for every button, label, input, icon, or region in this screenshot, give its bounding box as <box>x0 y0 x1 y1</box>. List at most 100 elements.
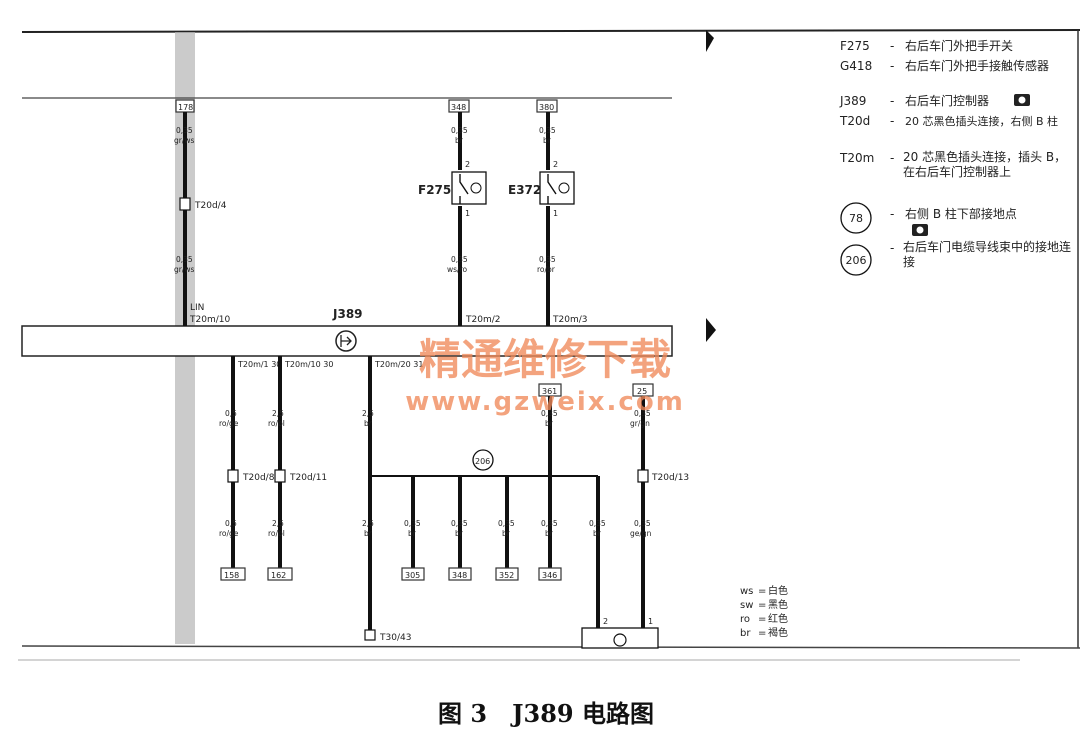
terminal-number: 348 <box>451 103 466 112</box>
wire-size: 0,35 <box>589 519 606 528</box>
module-pin-f: T20m/2 <box>465 315 500 325</box>
wire-color: gr/ws <box>174 265 195 274</box>
wire-color: br <box>455 136 464 145</box>
wire-color: br <box>593 529 602 538</box>
wire-size: 0,35 <box>539 255 556 264</box>
wire-size: 0,35 <box>634 519 651 528</box>
color-eq: = <box>758 614 766 625</box>
top-wire-f275: 348 0,35 br 2 F275 1 0,35 ws/ro <box>418 99 487 326</box>
wire-color: ro/bl <box>268 419 285 428</box>
connector-label: T20d/13 <box>651 473 689 483</box>
frame-top-line <box>21 29 1081 33</box>
wire-color: br <box>455 529 464 538</box>
connector-label: T20d/11 <box>289 473 327 483</box>
bottom-wire-352: 0,35 br 352 <box>495 476 519 581</box>
wire-size: 2,5 <box>362 519 374 528</box>
legend-text-wrap: 右后车门电缆导线束中的接地连接 <box>903 240 1072 269</box>
legend-dash: - <box>890 39 894 53</box>
wire-size: 0,35 <box>176 255 193 264</box>
ground-point-206-icon <box>840 244 872 276</box>
figure-number: 图 3 <box>438 699 488 728</box>
legend-text: 右后车门外把手开关 <box>905 38 1013 53</box>
pin-number: 1 <box>648 617 653 626</box>
color-code: sw <box>740 600 753 611</box>
legend-dash: - <box>890 94 894 108</box>
continuation-arrow-middle <box>706 318 716 342</box>
wire-color: br <box>545 419 554 428</box>
legend-text: 右后车门控制器 <box>905 93 989 108</box>
bottom-wire-346: 361 0,35 br 0,35 br 346 <box>538 383 562 581</box>
legend-dash: - <box>890 241 894 255</box>
legend-text: 右后车门外把手接触传感器 <box>905 58 1049 73</box>
color-eq: = <box>758 586 766 597</box>
connector-symbol <box>179 197 191 211</box>
legend-code: G418 <box>840 59 872 73</box>
terminal-box <box>495 567 519 581</box>
connector-symbol <box>274 469 286 483</box>
bottom-wire-8: 0,35 br 2 <box>589 476 608 628</box>
wire-color: ro/ge <box>219 529 239 538</box>
bottom-wire-2: T20m/10 30 2,5 ro/bl T20d/11 2,5 ro/bl 1… <box>267 356 333 581</box>
figure-caption: 图 3 J389 电路图 <box>0 694 1092 729</box>
connector-symbol <box>227 469 239 483</box>
transistor-icon <box>340 335 352 347</box>
bottom-wire-348: 0,35 br 348 <box>448 476 472 581</box>
wire-color: ro/bl <box>268 529 285 538</box>
wire-size: 0,5 <box>225 519 237 528</box>
wire-color: gr/gn <box>630 419 650 428</box>
terminal-number: 380 <box>539 103 554 112</box>
legend-text: 右侧 B 柱下部接地点 <box>905 206 1017 221</box>
terminal-box <box>448 567 472 581</box>
pin-label: T20m/10 30 <box>284 360 333 369</box>
top-wire-1: 178 0,35 gr/ws T20d/4 0,35 gr/ws <box>174 99 227 326</box>
sensor-icon <box>470 182 482 194</box>
legend-text: 右后车门电缆导线束中的接地连接 <box>903 240 1072 269</box>
legend-code: T20m <box>839 151 874 165</box>
legend-text: 20 芯黑色插头连接，右侧 B 柱 <box>905 114 1058 128</box>
ground-point-symbol <box>472 449 494 471</box>
terminal-number: 25 <box>637 387 647 396</box>
wire-size: 0,35 <box>541 519 558 528</box>
terminal-number: 361 <box>542 387 557 396</box>
wire-color: ws/ro <box>447 265 467 274</box>
color-name: 褐色 <box>768 626 788 639</box>
color-code: br <box>740 628 751 639</box>
wire-size: 0,35 <box>634 409 651 418</box>
pin-number: 2 <box>465 160 470 169</box>
pin-number: 2 <box>603 617 608 626</box>
legend-text-wrap: 20 芯黑色插头连接，插头 B，在右后车门控制器上 <box>903 150 1067 179</box>
legend: F275 - 右后车门外把手开关 G418 - 右后车门外把手接触传感器 J38… <box>839 38 1072 276</box>
pin-label: T20m/1 30 <box>237 360 281 369</box>
connector-symbol <box>637 469 649 483</box>
wire-size: 0,5 <box>225 409 237 418</box>
wire-size: 0,35 <box>176 126 193 135</box>
switch-e372-symbol <box>539 171 575 205</box>
terminal-box <box>538 567 562 581</box>
color-eq: = <box>758 600 766 611</box>
terminal-number: 178 <box>178 103 193 112</box>
terminal-number: 158 <box>224 571 239 580</box>
bottom-wire-305: 0,35 br 305 <box>401 476 425 581</box>
wire-size: 2,5 <box>362 409 374 418</box>
legend-dash: - <box>890 207 894 221</box>
color-code: ws <box>740 586 753 597</box>
connector-label: T20d/4 <box>194 201 227 211</box>
wire-color: br <box>364 419 373 428</box>
legend-code: J389 <box>839 94 866 108</box>
wire-color: br <box>545 529 554 538</box>
connector-symbol <box>364 629 376 641</box>
wire-color: br <box>543 136 552 145</box>
switch-f275-symbol <box>451 171 487 205</box>
terminal-box <box>401 567 425 581</box>
legend-text: 20 芯黑色插头连接，插头 B，在右后车门控制器上 <box>903 150 1067 179</box>
wire-size: 2,5 <box>272 409 284 418</box>
terminal-box <box>267 567 293 581</box>
wire-size: 0,35 <box>539 126 556 135</box>
legend-dash: - <box>890 114 894 128</box>
wire-size: 0,35 <box>498 519 515 528</box>
module-label: J389 <box>332 307 363 321</box>
legend-code: 78 <box>849 212 863 225</box>
figure-title: J389 电路图 <box>512 699 654 728</box>
module-pin-left: T20m/10 <box>189 315 230 325</box>
